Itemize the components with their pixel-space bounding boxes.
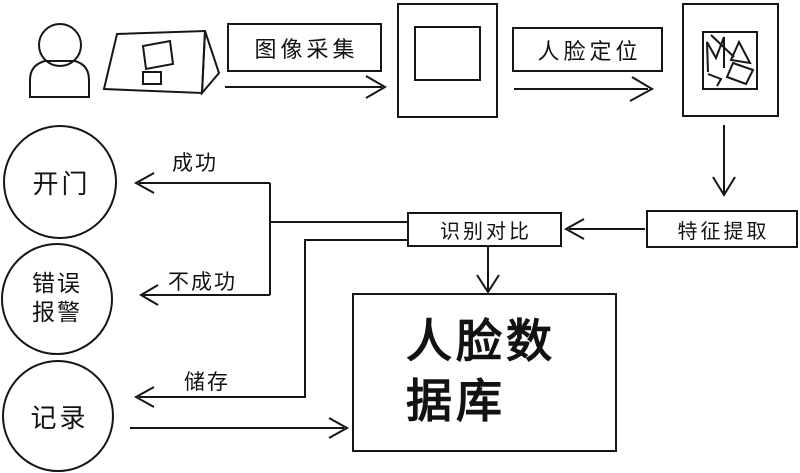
arrow-record-to-database [130,417,350,439]
circle-error-alarm: 错误 报警 [1,243,113,355]
box-face-database: 人脸数 据库 [352,293,617,452]
label-store: 储存 [184,370,230,394]
face-database-line1: 人脸数 [406,314,556,368]
box-image-capture: 图像采集 [227,23,382,72]
camera-device-icon [102,29,221,96]
box-image-capture-label: 图像采集 [254,37,359,63]
connector-result-branch [269,183,407,295]
arrow-recognition-to-database [476,247,500,294]
arrow-success [133,172,270,194]
arrow-sketch-to-feature [712,125,736,197]
arrow-face-location [514,76,655,102]
arrow-store [133,239,407,408]
captured-image-frame-icon [397,3,498,118]
person-icon [29,23,90,98]
circle-record-label: 记录 [30,403,89,434]
label-success: 成功 [172,151,218,175]
circle-open-door-label: 开门 [32,169,91,200]
error-alarm-line1: 错误 [32,271,82,297]
box-face-location-label: 人脸定位 [537,39,642,65]
circle-open-door: 开门 [3,125,117,239]
box-recognition-compare-label: 识别对比 [440,219,532,243]
box-feature-extraction: 特征提取 [646,210,798,248]
box-face-location: 人脸定位 [512,27,663,72]
box-recognition-compare: 识别对比 [407,212,562,247]
arrow-failure [139,284,270,306]
face-database-line2: 据库 [406,374,506,428]
box-feature-extraction-label: 特征提取 [677,218,770,243]
arrow-feature-to-recognition [563,218,645,240]
located-face-sketch-icon [682,3,779,117]
box-face-database-label: 人脸数 据库 [406,311,562,431]
arrow-image-capture [225,75,387,99]
label-failure: 不成功 [168,270,237,294]
error-alarm-line2: 报警 [32,300,82,326]
circle-record: 记录 [2,360,114,472]
circle-error-alarm-label: 错误 报警 [32,270,82,328]
